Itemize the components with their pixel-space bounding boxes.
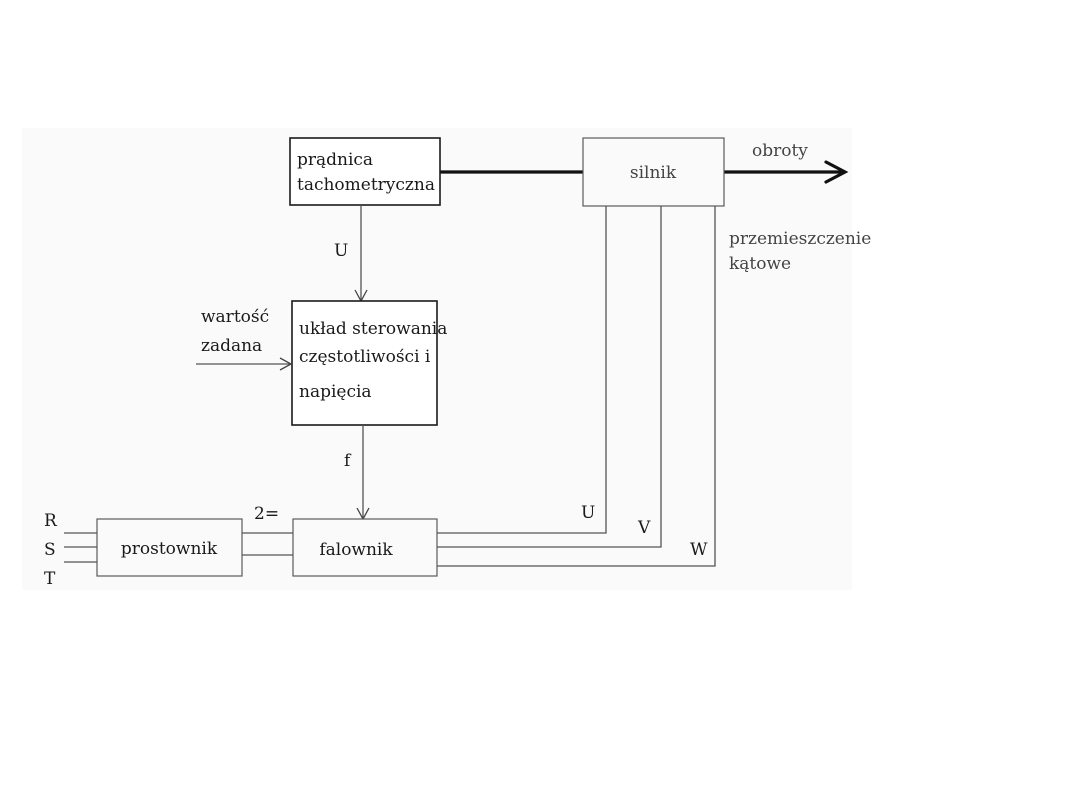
setpoint-arrowhead	[279, 357, 293, 371]
rectifier-label: prostownik	[121, 539, 218, 559]
controller-label-line3: napięcia	[299, 382, 372, 402]
tachogenerator-label-line1: prądnica	[297, 150, 373, 170]
frequency-voltage-controller-block	[291, 300, 438, 426]
controller-label-line1: układ sterowania	[299, 319, 447, 339]
frequency-label: f	[344, 451, 352, 471]
phase-w-line	[437, 206, 716, 567]
phase-v-label: V	[637, 518, 651, 538]
input-label-s: S	[44, 540, 56, 560]
motor-label: silnik	[630, 163, 677, 183]
phase-u-label: U	[581, 503, 595, 523]
angular-displacement-label-line1: przemieszczenie	[729, 229, 871, 249]
speed-arrowhead	[824, 160, 849, 184]
dc-link-label: 2=	[254, 504, 279, 524]
tachogenerator-block	[289, 137, 441, 206]
setpoint-label-line2: zadana	[201, 336, 262, 356]
input-label-t: T	[44, 569, 56, 589]
inverter-block	[292, 518, 438, 577]
phase-w-label: W	[690, 540, 708, 560]
tachogenerator-label-line2: tachometryczna	[297, 175, 435, 195]
controller-label-line2: częstotliwości i	[299, 347, 431, 367]
inverter-label: falownik	[319, 540, 393, 560]
input-label-r: R	[44, 511, 58, 531]
speed-label: obroty	[752, 141, 808, 161]
setpoint-label-line1: wartość	[201, 307, 269, 327]
angular-displacement-label-line2: kątowe	[729, 254, 791, 274]
feedback-voltage-label: U	[334, 241, 348, 261]
phase-v-line	[437, 206, 662, 548]
motor-block	[582, 137, 725, 207]
phase-u-line	[437, 206, 607, 534]
rectifier-block	[96, 518, 243, 577]
